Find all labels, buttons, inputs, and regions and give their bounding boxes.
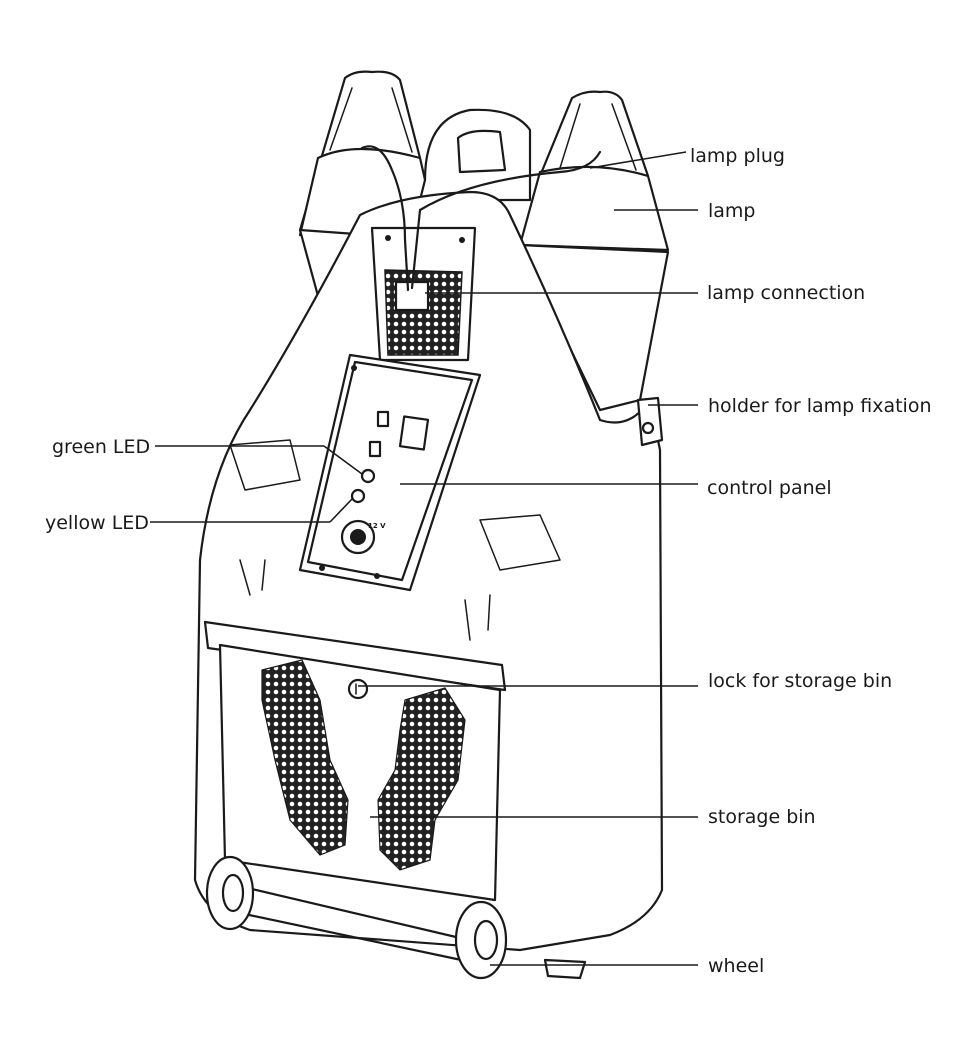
label-lock-for-storage-bin: lock for storage bin: [708, 670, 892, 692]
right-lamp: [518, 90, 670, 412]
power-switch: [398, 415, 430, 451]
lamp-connection-recess: [370, 226, 477, 362]
yellow-led: [350, 488, 366, 504]
label-storage-bin: storage bin: [708, 806, 816, 828]
right-vent: [377, 687, 466, 871]
storage-bin: [203, 620, 507, 902]
storage-bin-lock: [347, 678, 369, 700]
labels: lamp plug lamp lamp connection holder fo…: [45, 145, 932, 977]
callout-lines: [150, 151, 698, 966]
label-lamp: lamp: [708, 200, 756, 222]
left-vent: [261, 659, 349, 856]
label-lamp-plug: lamp plug: [690, 145, 785, 167]
label-lamp-connection: lamp connection: [707, 282, 865, 304]
label-control-panel: control panel: [707, 477, 832, 499]
green-led: [360, 468, 376, 484]
label-wheel: wheel: [708, 955, 764, 977]
fuse-2: [368, 440, 382, 458]
control-panel: 12 V: [298, 353, 482, 592]
lamp-cables: [360, 145, 602, 292]
label-holder-for-lamp-fixation: holder for lamp fixation: [708, 395, 932, 417]
label-green-led: green LED: [52, 436, 150, 458]
socket-label: 12 V: [368, 522, 386, 530]
label-yellow-led: yellow LED: [45, 512, 149, 534]
fuse-1: [376, 410, 390, 428]
wheels: [205, 855, 587, 980]
lamp-fixation-holder: [636, 396, 664, 447]
